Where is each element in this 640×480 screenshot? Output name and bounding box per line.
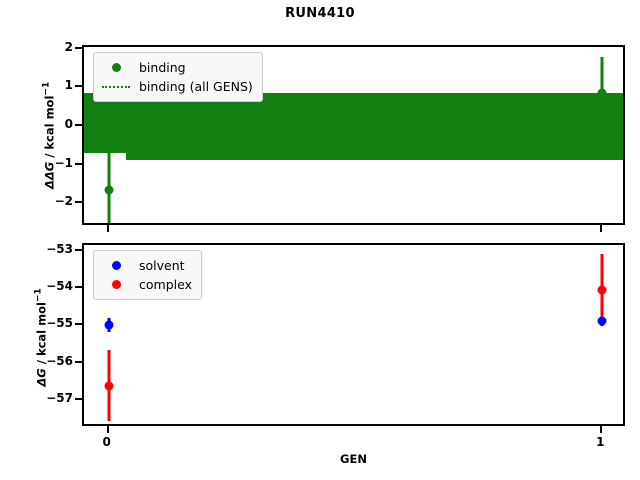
complex-marker[interactable] bbox=[104, 381, 114, 391]
y-tick-label: 0 bbox=[64, 117, 73, 131]
x-tick-mark bbox=[106, 225, 109, 232]
y-axis-label-bottom-symbol: ΔG bbox=[34, 368, 49, 387]
y-tick-label: −1 bbox=[54, 155, 73, 170]
x-tick-mark bbox=[600, 225, 603, 232]
legend-label-complex: complex bbox=[139, 277, 192, 292]
legend-key-solvent-marker bbox=[101, 261, 131, 270]
y-tick-label: −2 bbox=[54, 194, 73, 209]
x-tick-label: 0 bbox=[102, 435, 111, 449]
y-tick-label: −57 bbox=[46, 390, 73, 405]
legend-label-solvent: solvent bbox=[139, 258, 185, 273]
y-tick-mark bbox=[75, 201, 82, 204]
legend-bottom[interactable]: solvent complex bbox=[93, 250, 202, 300]
plot-area-top bbox=[84, 47, 623, 223]
x-tick-mark bbox=[600, 426, 603, 433]
legend-item-binding-all-gens[interactable]: binding (all GENS) bbox=[101, 77, 253, 96]
y-tick-mark bbox=[75, 285, 82, 288]
y-tick-label: −53 bbox=[46, 241, 73, 256]
legend-item-binding[interactable]: binding bbox=[101, 58, 253, 77]
solvent-marker[interactable] bbox=[597, 316, 607, 326]
solvent-marker[interactable] bbox=[104, 320, 114, 330]
legend-label-binding-all-gens: binding (all GENS) bbox=[139, 79, 253, 94]
y-tick-mark bbox=[75, 162, 82, 165]
figure-title: RUN4410 bbox=[285, 6, 355, 21]
legend-item-complex[interactable]: complex bbox=[101, 275, 192, 294]
legend-key-binding-marker bbox=[101, 63, 131, 72]
legend-key-complex-marker bbox=[101, 280, 131, 289]
binding-all-gens-band-step bbox=[84, 152, 126, 160]
y-tick-label: −54 bbox=[46, 278, 73, 293]
binding-marker[interactable] bbox=[104, 185, 114, 195]
x-tick-mark bbox=[106, 426, 109, 433]
complex-marker[interactable] bbox=[597, 285, 607, 295]
binding-marker[interactable] bbox=[597, 88, 607, 98]
legend-top[interactable]: binding binding (all GENS) bbox=[93, 52, 263, 102]
y-tick-mark bbox=[75, 323, 82, 326]
plot-area-bottom bbox=[84, 245, 623, 424]
x-axis-label: GEN bbox=[340, 452, 367, 466]
legend-key-binding-all-gens-line bbox=[101, 85, 131, 88]
y-tick-mark bbox=[75, 360, 82, 363]
y-tick-label: 2 bbox=[64, 39, 73, 54]
y-tick-mark bbox=[75, 248, 82, 251]
x-tick-label: 1 bbox=[596, 435, 605, 449]
legend-item-solvent[interactable]: solvent bbox=[101, 256, 192, 275]
legend-label-binding: binding bbox=[139, 60, 186, 75]
binding-all-gens-mean-line bbox=[84, 126, 623, 127]
y-tick-label: 1 bbox=[64, 78, 73, 93]
y-tick-label: −55 bbox=[46, 316, 73, 331]
y-tick-mark bbox=[75, 124, 82, 126]
y-tick-mark bbox=[75, 85, 82, 88]
y-tick-label: −56 bbox=[46, 353, 73, 368]
y-tick-mark bbox=[75, 46, 82, 49]
y-tick-mark bbox=[75, 397, 82, 400]
